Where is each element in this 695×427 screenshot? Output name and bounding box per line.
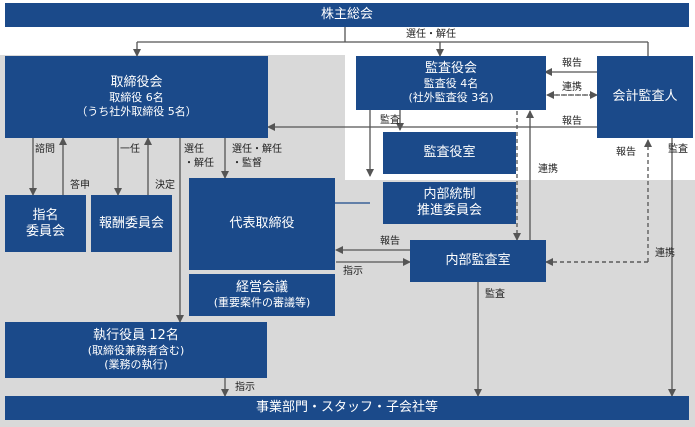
label-supervise: ・監督 bbox=[232, 158, 262, 169]
audit-board-line1: 監査役 4名 bbox=[423, 77, 479, 90]
management-meeting-sub: (重要案件の審議等) bbox=[213, 296, 311, 309]
nomination-line1: 指名 bbox=[32, 207, 59, 223]
label-report-accounting-audit: 報告 bbox=[562, 58, 582, 69]
label-audit-board: 監査 bbox=[380, 115, 400, 126]
ceo-box: 代表取締役 bbox=[189, 178, 335, 270]
label-decide: 決定 bbox=[155, 180, 175, 191]
label-elect-dismiss-ceo: 選任・解任 bbox=[232, 144, 282, 155]
label-instruct-internal: 指示 bbox=[343, 266, 363, 277]
internal-audit-label: 内部監査室 bbox=[445, 253, 511, 268]
label-audit-accounting: 監査 bbox=[668, 144, 688, 155]
board-title: 取締役会 bbox=[110, 75, 163, 90]
internal-audit-box: 内部監査室 bbox=[410, 240, 546, 282]
label-cooperation-accounting-audit: 連携 bbox=[562, 82, 582, 93]
compensation-label: 報酬委員会 bbox=[98, 215, 164, 231]
label-respond: 答申 bbox=[70, 180, 90, 191]
label-report-accounting-internal: 報告 bbox=[616, 147, 636, 158]
audit-office-box: 監査役室 bbox=[383, 132, 516, 174]
nomination-line2: 委員会 bbox=[25, 223, 65, 239]
label-elect: 選任 bbox=[184, 144, 204, 155]
business-units-label: 事業部門・スタッフ・子会社等 bbox=[255, 400, 438, 415]
management-meeting-title: 経営会議 bbox=[235, 280, 288, 295]
label-elect-dismiss-top: 選任・解任 bbox=[406, 29, 456, 40]
label-cooperation-accounting-internal: 連携 bbox=[655, 248, 675, 259]
audit-board-line2: (社外監査役 3名) bbox=[408, 91, 494, 104]
accounting-auditor-label: 会計監査人 bbox=[612, 89, 678, 104]
executives-box: 執行役員 12名 (取締役兼務者含む) (業務の執行) bbox=[5, 322, 267, 378]
management-meeting-box: 経営会議 (重要案件の審議等) bbox=[189, 274, 335, 316]
label-report-accounting-board: 報告 bbox=[562, 116, 582, 127]
internal-control-line1: 内部統制 bbox=[423, 187, 476, 202]
nomination-committee-box: 指名 委員会 bbox=[5, 195, 86, 252]
shareholders-meeting-box: 株主総会 bbox=[5, 3, 689, 27]
executives-line1: (取締役兼務者含む) bbox=[87, 344, 185, 357]
audit-board-box: 監査役会 監査役 4名 (社外監査役 3名) bbox=[356, 56, 546, 110]
label-consult: 諮問 bbox=[35, 144, 55, 155]
label-instruct-business: 指示 bbox=[235, 382, 255, 393]
shareholders-meeting-label: 株主総会 bbox=[320, 7, 373, 22]
board-of-directors-box: 取締役会 取締役 6名 （うち社外取締役 5名） bbox=[5, 56, 268, 138]
internal-control-line2: 推進委員会 bbox=[416, 203, 482, 218]
accounting-auditor-box: 会計監査人 bbox=[597, 56, 693, 138]
label-dismiss: ・解任 bbox=[184, 158, 214, 169]
executives-title: 執行役員 12名 bbox=[93, 328, 179, 343]
compensation-committee-box: 報酬委員会 bbox=[91, 195, 172, 252]
ceo-label: 代表取締役 bbox=[229, 216, 295, 231]
executives-line2: (業務の執行) bbox=[104, 358, 168, 371]
internal-control-committee-box: 内部統制 推進委員会 bbox=[383, 182, 516, 224]
audit-board-title: 監査役会 bbox=[424, 61, 477, 76]
audit-office-label: 監査役室 bbox=[423, 145, 476, 160]
label-cooperation-internal: 連携 bbox=[538, 164, 558, 175]
business-units-box: 事業部門・スタッフ・子会社等 bbox=[5, 396, 689, 420]
board-line1: 取締役 6名 bbox=[109, 91, 164, 104]
label-delegate: 一任 bbox=[120, 144, 140, 155]
label-report-internal-ceo: 報告 bbox=[380, 236, 400, 247]
board-line2: （うち社外取締役 5名） bbox=[76, 105, 197, 118]
label-audit-internal-business: 監査 bbox=[485, 289, 505, 300]
